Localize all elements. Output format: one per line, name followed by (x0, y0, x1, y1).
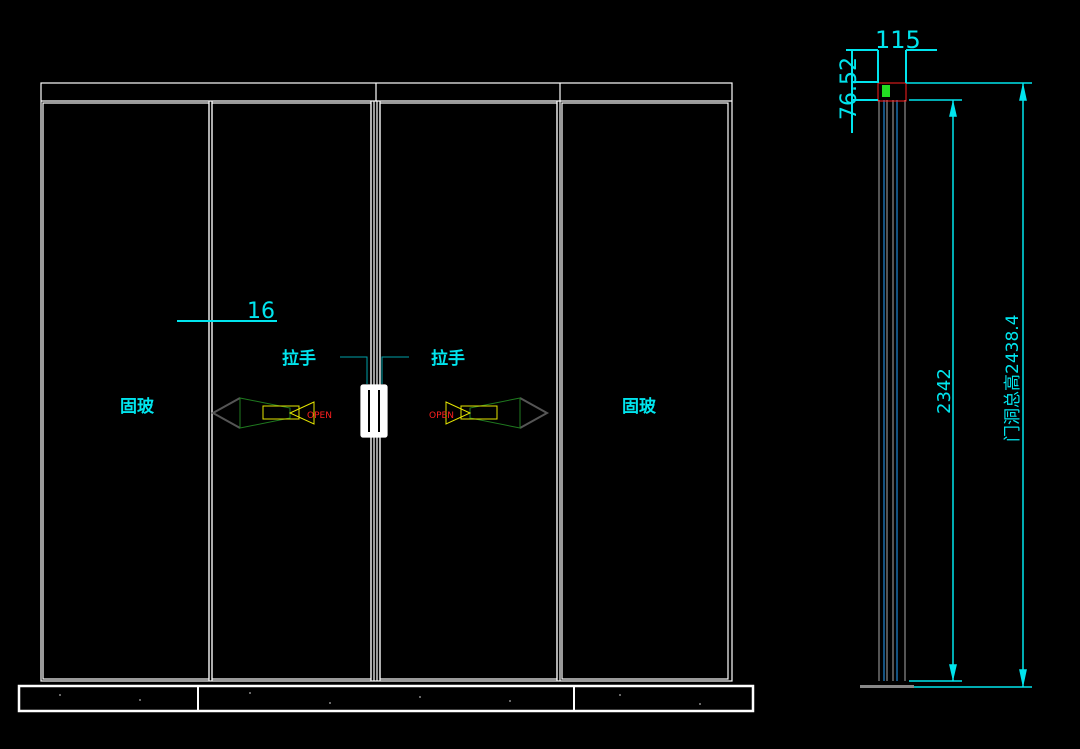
open-arrow-left-icon (210, 397, 315, 429)
sliding-panel-right (379, 102, 558, 680)
open-label-right: OPEN (429, 411, 454, 421)
door-frame (40, 82, 733, 682)
width-dimension-text: 115 (875, 26, 921, 54)
fixed-panel-right (561, 102, 729, 680)
floor-slab (17, 684, 755, 713)
open-label-left: OPEN (307, 411, 332, 421)
front-elevation (17, 82, 755, 713)
header-dimension-text: 76.52 (837, 57, 862, 120)
door-handle (360, 384, 388, 438)
opening-height-text: 门洞总高2438.4 (1003, 315, 1023, 442)
handle-leader-left (340, 356, 368, 384)
sliding-panel-left (211, 102, 372, 680)
gap-dimension-text: 16 (247, 299, 275, 324)
open-arrow-right-icon (445, 397, 550, 429)
leaf-height-text: 2342 (934, 368, 955, 414)
fixed-glass-label-right: 固玻 (622, 396, 657, 417)
handle-leader-right (381, 356, 409, 384)
handle-label-right: 拉手 (431, 348, 465, 369)
side-section (860, 82, 914, 688)
fixed-glass-label-left: 固玻 (120, 396, 155, 417)
fixed-panel-left (42, 102, 210, 680)
side-dimensions (846, 49, 1032, 688)
handle-label-left: 拉手 (282, 348, 316, 369)
slab-texture (59, 692, 701, 705)
